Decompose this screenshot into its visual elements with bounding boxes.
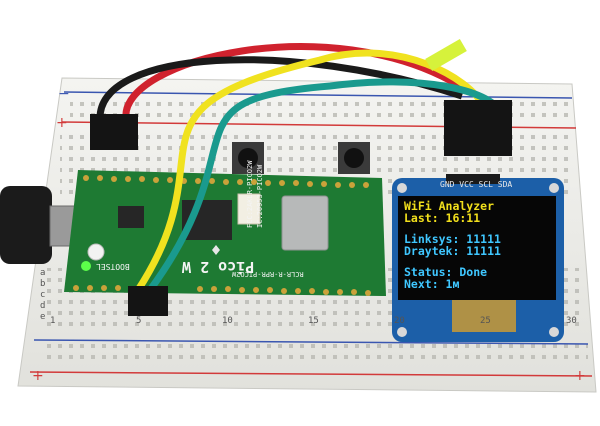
led-icon bbox=[81, 261, 91, 271]
rail-holes-bottom bbox=[40, 342, 588, 364]
oled-status: Status: Done bbox=[404, 265, 488, 279]
oled-title: WiFi Analyzer bbox=[404, 199, 495, 213]
oled-last-time: Last: 16:11 bbox=[404, 211, 481, 225]
pico-ic-label: IC:20953-PICO2W bbox=[256, 164, 264, 228]
wire-red bbox=[122, 43, 462, 119]
column-number: 1 bbox=[50, 316, 56, 326]
rail-plus-bottom: + bbox=[32, 368, 44, 384]
push-button-right[interactable] bbox=[344, 148, 364, 168]
dupont-header-left bbox=[90, 114, 138, 150]
column-number: 30 bbox=[566, 316, 577, 326]
oled-display bbox=[398, 196, 556, 300]
wifi-shield bbox=[281, 195, 329, 251]
usb-cable bbox=[0, 186, 52, 264]
row-letter: b bbox=[40, 279, 46, 289]
oled-next: Next: 1м bbox=[404, 277, 460, 291]
push-button-left[interactable] bbox=[238, 148, 258, 168]
rail-line-red-bottom bbox=[29, 371, 593, 377]
oled-mount-holes bbox=[397, 183, 559, 337]
rail-line-blue-bottom bbox=[33, 339, 589, 345]
pico-fcc-label: FCC:2AKLR-PICO2W bbox=[246, 160, 254, 228]
oled-draytek: Draytek: 11111 bbox=[404, 244, 501, 258]
column-number: 20 bbox=[394, 316, 405, 326]
column-number: 10 bbox=[222, 316, 233, 326]
raspberry-logo-icon bbox=[212, 245, 220, 255]
oled-pin-labels: GND VCC SCL SDA bbox=[440, 180, 513, 189]
row-letter: e bbox=[40, 312, 46, 322]
row-letter: c bbox=[40, 290, 46, 300]
rail-plus-bottom-right: + bbox=[574, 368, 586, 384]
oled-screen-text: WiFi Analyzer Last: 16:11 Linksys: 11111… bbox=[404, 200, 550, 290]
column-number: 5 bbox=[136, 316, 142, 326]
pico-model-code-label: RCLR-R-RPR-PICO2W bbox=[232, 270, 304, 278]
rail-minus-top: − bbox=[58, 86, 70, 102]
bootsel-button[interactable] bbox=[87, 243, 105, 261]
debug-connector bbox=[237, 193, 261, 225]
column-number: 15 bbox=[308, 316, 319, 326]
pico-bootsel-label: BOOTSEL bbox=[96, 262, 130, 271]
column-number: 25 bbox=[480, 316, 491, 326]
row-letter: d bbox=[40, 301, 46, 311]
oled-header bbox=[446, 174, 500, 184]
oled-ribbon bbox=[452, 300, 516, 332]
pico-pin-row bbox=[73, 175, 371, 296]
rail-plus-top: + bbox=[56, 115, 68, 131]
dupont-header-pico bbox=[128, 286, 168, 316]
wire-black bbox=[96, 56, 464, 119]
flash-chip bbox=[118, 206, 144, 228]
dupont-header-right bbox=[444, 100, 512, 156]
cable-tie bbox=[425, 38, 467, 72]
wire-teal bbox=[147, 78, 504, 293]
row-letter: a bbox=[40, 268, 46, 278]
oled-linksys: Linksys: 11111 bbox=[404, 232, 501, 246]
wire-yellow bbox=[135, 49, 486, 292]
